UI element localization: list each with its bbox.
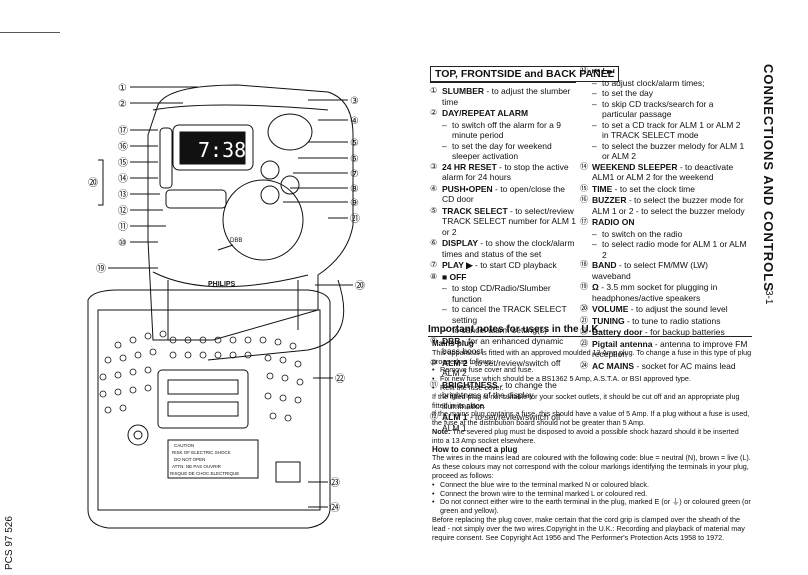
callout: ⑦ — [350, 169, 359, 180]
callout: ① — [118, 83, 127, 94]
control-sub-item: –to select radio mode for ALM 1 or ALM 2 — [592, 239, 747, 260]
control-sub-item: –to set the day — [592, 88, 654, 98]
list-item: •Connect the brown wire to the terminal … — [432, 488, 648, 498]
dbb-label: DBB — [230, 238, 242, 244]
control-sub-item: –to set the day for weekend sleeper acti… — [442, 140, 552, 162]
list-item: •Connect the blue wire to the terminal m… — [432, 479, 649, 489]
control-sub-item: –to select the buzzer melody for ALM 1 o… — [592, 140, 745, 162]
list-item: •Do not connect either wire to the earth… — [432, 497, 751, 516]
mains-intro: This apparatus is fitted with an approve… — [432, 347, 752, 366]
caution-line: CAUTION — [174, 443, 194, 448]
callout: ⑫ — [118, 205, 128, 217]
caution-line: ATTN: NE PAS OUVRIR — [172, 464, 222, 469]
callout: ④ — [350, 116, 359, 127]
clock-radio-illustration: 7:38 PHILIPS DBB CAUTION RISK OF ELECTRI… — [87, 83, 365, 529]
notes-box-rule — [428, 336, 752, 337]
callout: ⑳ — [88, 177, 98, 189]
display-time: 7:38 — [198, 138, 246, 162]
mains-heading: Mains plug — [432, 339, 474, 348]
callout: ⑮ — [118, 157, 128, 169]
control-item: ⑬⏮ / ⏭–to adjust clock/alarm times;–to s… — [580, 66, 748, 162]
control-item: ⑧■ OFF–to stop CD/Radio/Slumber function… — [430, 272, 576, 336]
control-sub-item: –to cancel alarm setting(s) — [442, 325, 547, 335]
callout: ⑳ — [355, 280, 365, 292]
callout: ② — [118, 99, 127, 110]
list-item: •Remove fuse cover and fuse. — [432, 365, 534, 375]
callout: ㉒ — [335, 373, 345, 385]
callout: ⑪ — [118, 221, 128, 233]
header-rule — [0, 32, 60, 33]
callout: ⑤ — [350, 138, 359, 149]
callout: ㉑ — [350, 213, 360, 225]
callout: ③ — [350, 96, 359, 107]
connect-heading: How to connect a plug — [432, 444, 518, 454]
control-sub-item: –to switch on the radio — [592, 228, 683, 239]
callout: ⑬ — [118, 189, 128, 201]
callout: ⑧ — [350, 184, 359, 195]
page-number: 3-1 — [763, 290, 774, 305]
callout: ㉔ — [330, 502, 340, 514]
controls-column-2: ⑬⏮ / ⏭–to adjust clock/alarm times;–to s… — [580, 66, 748, 372]
callout: ⑩ — [118, 238, 127, 249]
caution-line: RISK OF ELECTRIC SHOCK — [172, 450, 231, 455]
control-sub-item: –to set a CD track for ALM 1 or ALM 2 in… — [592, 119, 741, 141]
callout: ⑰ — [118, 125, 128, 137]
caution-line: RISQUE DE CHOC ELECTRIQUE — [170, 471, 239, 476]
callout: ⑥ — [350, 154, 359, 165]
list-item: •Fix new fuse which should be a BS1362 5… — [432, 374, 691, 384]
callout: ⑲ — [96, 263, 106, 275]
control-sub-item: –to adjust clock/alarm times; — [592, 77, 705, 88]
control-sub-item: –to switch off the alarm for a 9 minute … — [442, 119, 561, 141]
control-sub-item: –to stop CD/Radio/Slumber function — [442, 283, 551, 304]
control-sub-item: –to skip CD tracks/search for a particul… — [592, 98, 714, 120]
callout: ⑭ — [118, 173, 128, 185]
page-side-title: CONNECTIONS AND CONTROLS — [761, 64, 776, 292]
connect-paragraph: The wires in the mains lead are coloured… — [432, 453, 751, 463]
list-item: •Refit the fuse cover. — [432, 382, 504, 392]
connect-paragraph: As these colours may not correspond with… — [432, 462, 749, 480]
mains-paragraph: If the mains plug contains a fuse, this … — [432, 409, 750, 428]
notes-title: Important notes for users in the U.K. — [428, 324, 602, 335]
brand-label: PHILIPS — [208, 281, 236, 288]
control-sub-item: –to cancel the TRACK SELECT setting — [442, 304, 567, 325]
panel-title: TOP, FRONTSIDE and BACK PANEL — [430, 66, 620, 82]
note-paragraph: Note: The severed plug must be disposed … — [432, 426, 739, 445]
panel-title-rule — [430, 82, 576, 83]
caution-line: DO NOT OPEN — [174, 457, 205, 462]
callout: ⑯ — [118, 141, 128, 153]
callout: ㉓ — [330, 477, 340, 489]
connect-paragraph: Before replacing the plug cover, make ce… — [432, 514, 745, 542]
uk-notes: Mains plug This apparatus is fitted with… — [432, 339, 752, 542]
callout: ⑨ — [350, 198, 359, 209]
mains-paragraph: If the fitted plug is not suitable for y… — [432, 391, 740, 410]
